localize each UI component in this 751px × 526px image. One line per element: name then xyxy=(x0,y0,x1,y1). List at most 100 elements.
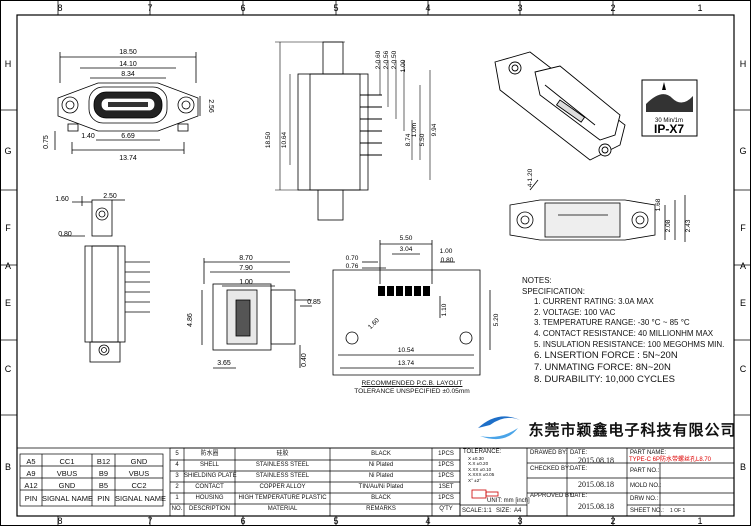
dim-label: 1.60 xyxy=(55,196,69,203)
row-label: A xyxy=(5,261,11,271)
part-name-label: PART NAME: xyxy=(630,450,667,456)
border-frame xyxy=(16,14,735,517)
pin-header: SIGNAL NAME xyxy=(42,494,93,503)
col-label: 4 xyxy=(425,3,430,13)
tolerance-line: X° ±2° xyxy=(468,477,482,483)
side-view xyxy=(60,196,150,363)
date-label: DATE: xyxy=(570,450,588,456)
col-label: 2 xyxy=(610,3,615,13)
row-label: F xyxy=(5,223,11,233)
col-label: 1 xyxy=(697,516,702,526)
dim-label: 0.80 xyxy=(441,257,454,264)
col-label: 7 xyxy=(147,3,152,13)
bom-cell: CONTACT xyxy=(195,484,224,490)
bom-cell: 1SET xyxy=(438,484,454,490)
bom-cell: 1PCS xyxy=(438,473,454,479)
ipx7-badge: 30 Min/1m IP-X7 xyxy=(641,79,698,137)
spec-item: 4. CONTACT RESISTANCE: 40 MILLIONHM MAX xyxy=(534,328,714,338)
plug-icon xyxy=(471,489,499,499)
tolerance-line: X.XXX ±0.05 xyxy=(468,472,495,478)
bom-cell: Ni Plated xyxy=(368,462,394,468)
row-label: E xyxy=(740,298,746,308)
iso-view xyxy=(494,51,626,161)
spec-item: 5. INSULATION RESISTANCE: 100 MEGOHMS MI… xyxy=(534,339,725,349)
spec-item: 7. UNMATING FORCE: 8N~20N xyxy=(534,362,671,374)
col-label: 1 xyxy=(697,3,702,13)
bom-cell: STAINLESS STEEL xyxy=(255,473,310,479)
row-label: A xyxy=(740,261,746,271)
tolerance-line: X.XX ±0.10 xyxy=(468,466,492,472)
dim-label: 7.90 xyxy=(239,265,253,272)
ip-rating: IP-X7 xyxy=(654,122,684,136)
row-label: F xyxy=(740,223,746,233)
specification-notes: NOTES: SPECIFICATION: 1. CURRENT RATING:… xyxy=(522,276,742,386)
part-no-label: PART NO.: xyxy=(630,468,660,474)
pcb-caption-line: TOLERANCE UNSPECIFIED ±0.05mm xyxy=(354,388,470,395)
drw-no-label: DRW NO.: xyxy=(630,496,659,502)
date-label: DATE: xyxy=(570,466,588,472)
size-value: A4 xyxy=(514,508,522,514)
scale-label: SCALE:1:1 xyxy=(462,508,492,514)
dim-label: 2-0.56 xyxy=(383,50,390,69)
pin-cell: B12 xyxy=(96,457,111,466)
pcb-caption-line: RECOMMENDED P.C.B. LAYOUT xyxy=(361,380,463,387)
date-value: 2015.08.18 xyxy=(578,456,614,465)
tolerance-line: X ±0.30 xyxy=(468,456,484,461)
sheet-no-label: SHEET NO.: xyxy=(630,508,664,514)
bom-header: MATERIAL xyxy=(267,506,298,512)
pin-cell: A12 xyxy=(24,481,38,490)
bom-cell: 1PCS xyxy=(438,462,454,468)
drawn-by-label: DRAWED BY: xyxy=(530,450,568,456)
dim-label: 1.0m xyxy=(411,123,418,137)
col-label: 5 xyxy=(333,3,338,13)
dim-label: 2.43 xyxy=(685,219,692,232)
dim-label: 0.85 xyxy=(307,299,321,306)
unit-label: UNIT: mm [inch] xyxy=(487,498,530,504)
dim-label: 1.00 xyxy=(440,248,453,255)
bom-header: REMARKS xyxy=(366,506,396,512)
sheet-value: 1 OF 1 xyxy=(670,508,686,514)
dim-label: 0.80 xyxy=(58,231,72,238)
date-value: 2015.08.18 xyxy=(578,480,614,489)
spec-item: 6. LNSERTION FORCE : 5N~20N xyxy=(534,350,678,362)
size-label: SIZE: xyxy=(496,508,512,514)
pin-cell: A9 xyxy=(26,469,36,478)
row-label: B xyxy=(5,462,11,472)
pin-cell: VBUS xyxy=(56,469,78,478)
dim-label: 18.50 xyxy=(119,49,137,56)
approved-by-label: APPROVED BY: xyxy=(530,493,575,499)
checked-by-label: CHECKED BY: xyxy=(530,466,571,472)
bom-cell: Ni Plated xyxy=(368,473,394,479)
date-value: 2015.08.18 xyxy=(578,502,614,511)
col-label: 4 xyxy=(425,516,430,526)
row-label: H xyxy=(5,59,12,69)
tolerance-label: TOLERANCE: xyxy=(463,449,502,455)
bom-cell: HOUSING xyxy=(195,495,224,501)
dim-label: 5.50 xyxy=(400,235,413,242)
dim-label: 4-1.20 xyxy=(527,168,534,187)
pin-cell: B5 xyxy=(98,481,109,490)
dim-label: 0.40 xyxy=(301,353,308,367)
row-label: H xyxy=(740,59,747,69)
company-logo xyxy=(478,416,520,440)
dim-label: 1.40 xyxy=(81,133,95,140)
col-label: 8 xyxy=(57,3,62,13)
dim-label: 10.64 xyxy=(281,131,288,148)
pin-header: PIN xyxy=(97,494,110,503)
row-label: E xyxy=(5,298,11,308)
bom-cell: SHELL xyxy=(199,462,219,468)
dim-label: 0.75 xyxy=(43,135,50,149)
spec-item: 3. TEMPERATURE RANGE: -30 °C ~ 85 °C xyxy=(534,318,690,328)
dim-label: 13.74 xyxy=(119,155,137,162)
dim-label: 18.50 xyxy=(265,131,272,148)
col-label: 3 xyxy=(517,3,522,13)
dim-label: 13.74 xyxy=(398,360,415,367)
dim-label: 2.50 xyxy=(103,193,117,200)
col-label: 5 xyxy=(333,516,338,526)
row-label: G xyxy=(4,146,11,156)
tolerance-values: X ±0.30 X.X ±0.20 X.XX ±0.10 X.XXX ±0.05… xyxy=(468,456,494,483)
bom-cell: BLACK xyxy=(371,451,391,457)
dim-label: 3.04 xyxy=(400,246,413,253)
spec-item: 2. VOLTAGE: 100 VAC xyxy=(534,307,616,317)
mold-no-label: MOLD NO.: xyxy=(630,483,662,489)
